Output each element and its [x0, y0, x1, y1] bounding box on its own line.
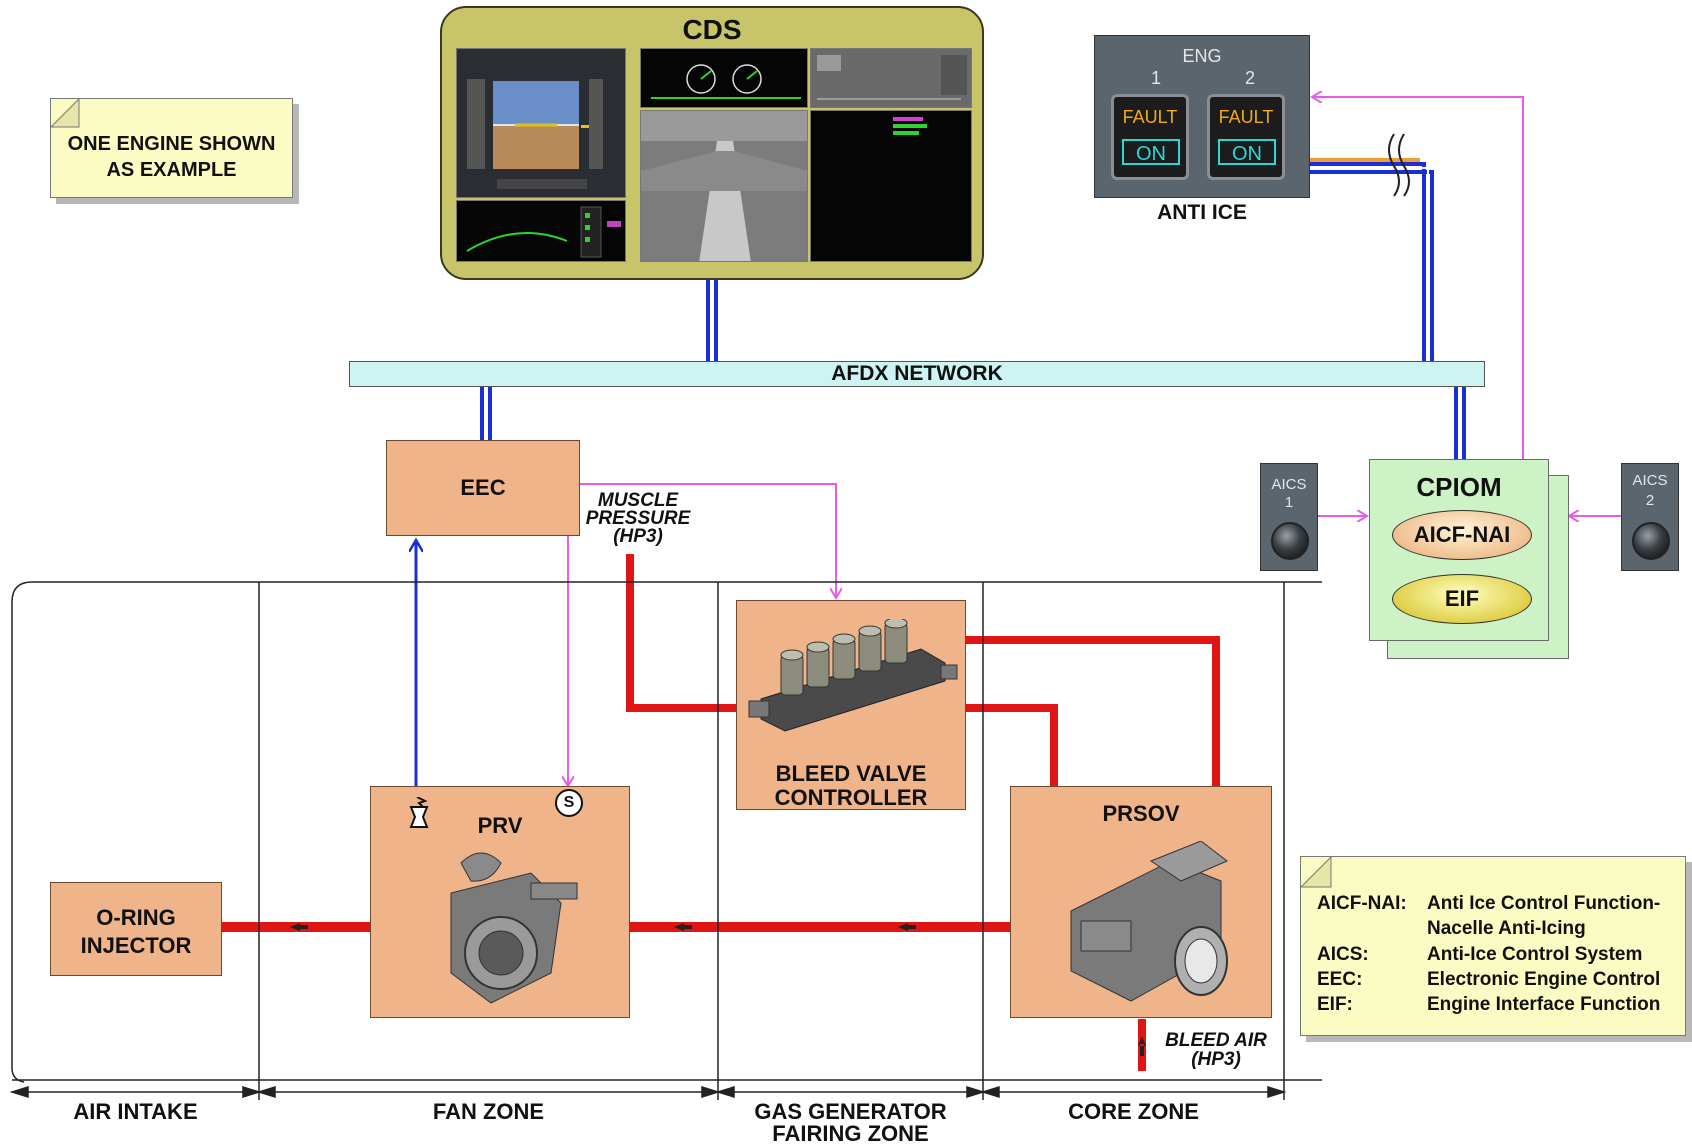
eng-label: ENG — [1095, 46, 1309, 67]
eng2-label: 2 — [1245, 68, 1255, 89]
prsov-label: PRSOV — [1011, 801, 1271, 827]
eng2-anti-ice-button[interactable]: FAULT ON — [1207, 94, 1285, 180]
legend-term-eec: EEC: — [1317, 969, 1362, 991]
cds-screen-mfd — [810, 110, 972, 262]
zone-gas-generator-line2: FAIRING ZONE — [718, 1121, 983, 1147]
example-note: ONE ENGINE SHOWN AS EXAMPLE — [50, 98, 293, 198]
legend-term-aics: AICS: — [1317, 944, 1369, 966]
cds-screen-ewd — [640, 48, 808, 108]
legend-def-aicf-1: Anti Ice Control Function- — [1427, 893, 1660, 915]
prv-solenoid-indicator: S — [555, 789, 583, 817]
abbreviation-legend: AICF-NAI: Anti Ice Control Function- Nac… — [1300, 856, 1686, 1036]
pfd-attitude-graphic — [457, 49, 626, 198]
legend-def-aics: Anti-Ice Control System — [1427, 944, 1642, 966]
eng1-fault-light: FAULT — [1114, 107, 1186, 128]
legend-def-aicf-2: Nacelle Anti-Icing — [1427, 918, 1586, 940]
bvc-unit-graphic — [745, 619, 959, 739]
cpiom-box: CPIOM AICF-NAI EIF — [1369, 459, 1549, 641]
legend-def-eif: Engine Interface Function — [1427, 994, 1660, 1016]
aics2-panel: AICS 2 — [1621, 463, 1679, 571]
zone-air-intake: AIR INTAKE — [12, 1099, 259, 1125]
aics1-knob[interactable] — [1271, 522, 1309, 560]
eng1-label: 1 — [1151, 68, 1161, 89]
bvc-to-prsov-ducts — [966, 640, 1216, 786]
prsov-box: PRSOV — [1010, 786, 1272, 1018]
legend-term-aicf: AICF-NAI: — [1317, 893, 1407, 915]
oring-label-line1: O-RING — [51, 905, 221, 931]
afdx-bus-cpiom-link — [1456, 387, 1464, 459]
ewd-gauges-graphic — [641, 49, 808, 108]
eec-label: EEC — [387, 475, 579, 501]
bvc-label-line2: CONTROLLER — [737, 785, 965, 811]
anti-ice-panel: ENG 1 2 FAULT ON FAULT ON — [1094, 35, 1310, 198]
zone-dimension-arrows — [12, 1087, 1284, 1097]
eng1-anti-ice-button[interactable]: FAULT ON — [1111, 94, 1189, 180]
prv-box: PRV S — [370, 786, 630, 1018]
oring-label-line2: INJECTOR — [51, 933, 221, 959]
eng2-on-light: ON — [1218, 139, 1276, 165]
bleed-air-label-line2: (HP3) — [1158, 1049, 1274, 1071]
oring-injector-box: O-RING INJECTOR — [50, 882, 222, 976]
camera-view-graphic — [641, 111, 808, 262]
zone-fan: FAN ZONE — [259, 1099, 718, 1125]
zone-core: CORE ZONE — [983, 1099, 1284, 1125]
legend-term-eif: EIF: — [1317, 994, 1353, 1016]
bvc-label-line1: BLEED VALVE — [737, 761, 965, 787]
cds-screen-nd — [456, 200, 626, 262]
eif-function: EIF — [1392, 574, 1532, 624]
eng1-on-light: ON — [1122, 139, 1180, 165]
prsov-valve-graphic — [1051, 841, 1241, 1011]
aics1-number: 1 — [1261, 494, 1317, 511]
aics2-knob[interactable] — [1632, 522, 1670, 560]
legend-def-eec: Electronic Engine Control — [1427, 969, 1660, 991]
cpiom-to-panel-signal — [1312, 97, 1523, 459]
anti-ice-panel-bus-link — [1310, 134, 1432, 361]
mfd-graphic — [811, 111, 972, 262]
bleed-valve-controller-box: BLEED VALVE CONTROLLER — [736, 600, 966, 810]
muscle-pressure-duct — [630, 554, 736, 708]
muscle-pressure-line3: (HP3) — [580, 526, 696, 548]
aics1-panel: AICS 1 — [1260, 463, 1318, 571]
example-note-line2: AS EXAMPLE — [51, 159, 292, 182]
sd-graphic — [811, 49, 972, 108]
example-note-line1: ONE ENGINE SHOWN — [51, 133, 292, 156]
position-sensor-icon — [401, 797, 437, 837]
eng2-fault-light: FAULT — [1210, 107, 1282, 128]
aicf-nai-function: AICF-NAI — [1392, 510, 1532, 560]
afdx-bus-eec-link — [482, 387, 490, 440]
aics1-label: AICS — [1261, 476, 1317, 493]
bleed-air-inlet-duct — [1138, 1019, 1146, 1071]
eec-box: EEC — [386, 440, 580, 536]
cds-title: CDS — [442, 14, 982, 46]
anti-ice-caption: ANTI ICE — [1094, 201, 1310, 225]
note-fold-icon — [49, 97, 83, 131]
cds-screen-camera — [640, 110, 808, 262]
afdx-bus-cds-link — [708, 280, 716, 361]
prv-valve-graphic — [421, 843, 591, 1013]
legend-fold-icon — [1299, 855, 1335, 891]
cds-screen-pfd — [456, 48, 626, 198]
cds-display: CDS — [440, 6, 984, 280]
cpiom-title: CPIOM — [1370, 472, 1548, 503]
aics2-number: 2 — [1622, 492, 1678, 509]
afdx-network: AFDX NETWORK — [349, 361, 1485, 387]
nd-graphic — [457, 201, 626, 262]
cds-screen-sd — [810, 48, 972, 108]
aics2-label: AICS — [1622, 472, 1678, 489]
